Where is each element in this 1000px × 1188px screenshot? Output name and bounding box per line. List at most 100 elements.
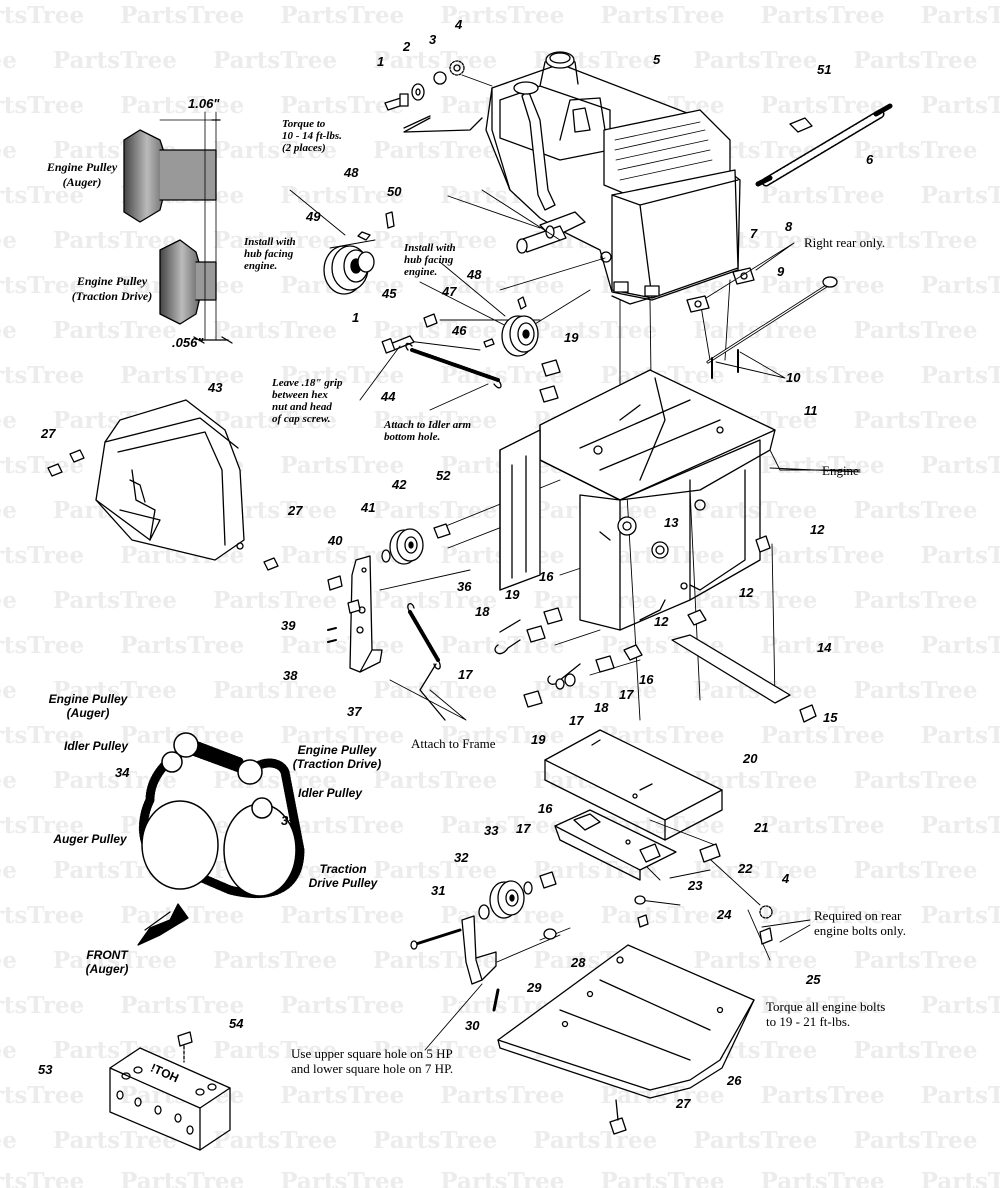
belt-label-engine-pulley-auger: Engine Pulley (Auger)	[48, 692, 128, 720]
part-number: 4	[455, 17, 463, 32]
part-number: 41	[361, 500, 376, 515]
label-engine-pulley-traction: Engine Pulley (Traction Drive)	[71, 274, 153, 303]
note-attach-frame: Attach to Frame	[411, 736, 496, 751]
dim-top: 1.06"	[188, 96, 220, 111]
part-number: 25	[806, 972, 821, 987]
part-number: 8	[785, 219, 793, 234]
note-attach-idler: Attach to Idler arm bottom hole.	[384, 419, 472, 443]
part-number: 6	[866, 152, 874, 167]
part-number: 45	[382, 286, 397, 301]
note-right-rear: Right rear only.	[804, 235, 886, 250]
label-engine-pulley-auger: Engine Pulley (Auger)	[46, 160, 118, 189]
part-number: 2	[403, 39, 411, 54]
part-number: 21	[754, 820, 769, 835]
belt-label-traction-drive-pulley: Traction Drive Pulley	[308, 862, 378, 890]
part-number: 19	[531, 732, 546, 747]
note-required-rear: Required on rear engine bolts only.	[814, 908, 906, 938]
clamp-51	[789, 117, 813, 133]
part-number: 10	[786, 370, 801, 385]
mount-plate-20	[544, 729, 723, 841]
part-number: 13	[664, 515, 679, 530]
idler-bracket-37	[327, 555, 383, 673]
part-number: 27	[288, 503, 303, 518]
part-number: 52	[436, 468, 451, 483]
part-number: 19	[505, 587, 520, 602]
bolt-15	[799, 704, 817, 723]
part-number: 47	[442, 284, 457, 299]
idler-arm-30	[461, 915, 500, 1012]
hardware-top	[384, 60, 483, 133]
part-number: 24	[717, 907, 732, 922]
washers-23-24	[634, 895, 773, 945]
part-number: 35	[281, 813, 296, 828]
note-torque-pulley: Torque to 10 - 14 ft-lbs. (2 places)	[282, 118, 342, 154]
part-number: 16	[539, 569, 554, 584]
engine-pulley-47	[501, 296, 539, 357]
part-number: 16	[538, 801, 553, 816]
nuts-19	[523, 359, 561, 708]
belt-routing-diagram	[137, 732, 305, 946]
belt-label-idler-pulley-1: Idler Pulley	[63, 739, 129, 753]
part-number: 44	[381, 389, 396, 404]
part-number: 53	[38, 1062, 53, 1077]
part-number: 38	[283, 668, 298, 683]
part-number: 19	[564, 330, 579, 345]
engine-assembly	[485, 51, 741, 305]
traction-idler-33	[410, 871, 557, 950]
part-number: 37	[347, 704, 362, 719]
part-number: 1	[352, 310, 360, 325]
idler-pulley-42	[381, 523, 451, 565]
part-number: 4	[782, 871, 790, 886]
note-leave-grip: Leave .18" grip between hex nut and head…	[272, 377, 343, 425]
part-number: 27	[676, 1096, 691, 1111]
part-number: 17	[516, 821, 531, 836]
belt-label-front: FRONT (Auger)	[85, 948, 129, 976]
part-number: 54	[229, 1016, 244, 1031]
pulley-inset	[123, 111, 233, 344]
strap-14	[671, 634, 791, 704]
heat-shield-53	[109, 1031, 231, 1151]
part-number: 17	[569, 713, 584, 728]
bolt-21	[699, 843, 721, 863]
note-torque-engine: Torque all engine bolts to 19 - 21 ft-lb…	[766, 999, 886, 1029]
spring-36	[407, 603, 446, 721]
part-number: 5	[653, 52, 661, 67]
square-nuts-12	[623, 535, 771, 661]
part-number: 46	[452, 323, 467, 338]
part-number: 48	[467, 267, 482, 282]
part-number: 3	[429, 32, 437, 47]
note-engine: Engine	[822, 463, 859, 478]
part-number: 28	[571, 955, 586, 970]
part-number: 7	[750, 226, 758, 241]
part-number: 16	[639, 672, 654, 687]
part-number: 12	[654, 614, 669, 629]
part-number: 18	[594, 700, 609, 715]
note-install-hub-2: Install with hub facing engine.	[404, 242, 456, 278]
frame-11	[499, 369, 776, 631]
note-square-hole: Use upper square hole on 5 HP and lower …	[291, 1046, 454, 1076]
part-number: 15	[823, 710, 838, 725]
part-number: 32	[454, 850, 469, 865]
part-number: 39	[281, 618, 296, 633]
part-number: 11	[804, 403, 818, 418]
part-number: 48	[344, 165, 359, 180]
part-number: 31	[431, 883, 446, 898]
bracket-22	[554, 809, 677, 881]
part-number: 36	[457, 579, 472, 594]
part-number: 43	[208, 380, 223, 395]
part-number: 27	[41, 426, 56, 441]
idler-hardware-44-46	[381, 313, 502, 389]
belt-label-idler-pulley-2: Idler Pulley	[297, 786, 363, 800]
hardware-16-18	[494, 607, 615, 690]
part-number: 51	[817, 62, 832, 77]
belt-label-engine-pulley-traction: Engine Pulley (Traction Drive)	[292, 743, 382, 771]
bottom-plate-26	[497, 944, 755, 1099]
engine-pulley-49	[323, 211, 395, 295]
part-number: 22	[738, 861, 753, 876]
callout-lines	[289, 189, 861, 1051]
fuel-line-6	[755, 103, 893, 187]
right-rear-parts	[686, 267, 838, 379]
part-number: 9	[777, 264, 785, 279]
part-number: 40	[328, 533, 343, 548]
